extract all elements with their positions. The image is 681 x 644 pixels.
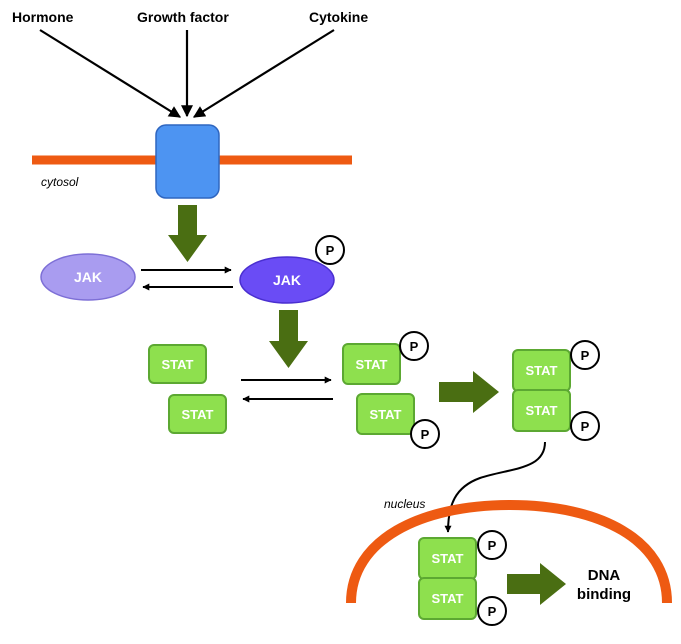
stat-dimer-bottom: [512, 389, 571, 432]
growth-factor-label: Growth factor: [137, 9, 229, 25]
hormone-arrow: [39, 29, 182, 118]
nucleus-label: nucleus: [384, 497, 425, 511]
cytokine-label: Cytokine: [309, 9, 368, 25]
jak-phosphate: [315, 235, 345, 265]
nuclear-stat-dimer-bottom-label: STAT: [431, 591, 463, 606]
dna-binding-arrow: [507, 563, 566, 605]
activation-arrow-jak: [269, 310, 308, 368]
nuclear-dimer-phosphate-bottom-label: P: [488, 604, 497, 619]
receptor: [155, 124, 220, 199]
nuclear-dimer-phosphate-bottom: [477, 596, 507, 626]
stat-dimer-phosphate-bottom-label: P: [581, 419, 590, 434]
stat-dimer-top-label: STAT: [525, 363, 557, 378]
stat-monomer-2-label: STAT: [181, 407, 213, 422]
nuclear-stat-dimer-top-label: STAT: [431, 551, 463, 566]
cytosol-label: cytosol: [41, 175, 79, 189]
stat-dimer-phosphate-bottom: [570, 411, 600, 441]
stat-phospho-1-label: STAT: [355, 357, 387, 372]
jak-active-label: JAK: [273, 272, 301, 288]
nuclear-dimer-phosphate-top: [477, 530, 507, 560]
nuclear-stat-dimer-bottom: [418, 577, 477, 620]
jak-inactive-label: JAK: [74, 269, 102, 285]
jak-active: [239, 256, 335, 304]
nuclear-translocation-arrow: [444, 441, 546, 533]
stat-phospho-2-phosphate: [410, 419, 440, 449]
jak-phosphate-label: P: [326, 243, 335, 258]
stat-phospho-1-phosphate-label: P: [410, 339, 419, 354]
activation-arrow-receptor: [168, 205, 207, 262]
stat-phospho-2: [356, 393, 415, 435]
stat-dimer-bottom-label: STAT: [525, 403, 557, 418]
dimerization-arrow: [439, 371, 499, 413]
stat-phospho-2-phosphate-label: P: [421, 427, 430, 442]
stat-dimer-phosphate-top-label: P: [581, 348, 590, 363]
stat-phospho-2-label: STAT: [369, 407, 401, 422]
stat-phospho-1: [342, 343, 401, 385]
nuclear-membrane: [346, 499, 672, 604]
dna-binding-label-line1: DNA: [588, 567, 621, 584]
stat-monomer-2: [168, 394, 227, 434]
jak-inactive: [40, 253, 136, 301]
stat-monomer-1-label: STAT: [161, 357, 193, 372]
stat-phospho-1-phosphate: [399, 331, 429, 361]
hormone-label: Hormone: [12, 9, 74, 25]
stat-monomer-1: [148, 344, 207, 384]
cytokine-arrow: [192, 29, 335, 118]
stat-dimer-phosphate-top: [570, 340, 600, 370]
nuclear-dimer-phosphate-top-label: P: [488, 538, 497, 553]
dna-binding-label-line2: binding: [577, 586, 631, 603]
